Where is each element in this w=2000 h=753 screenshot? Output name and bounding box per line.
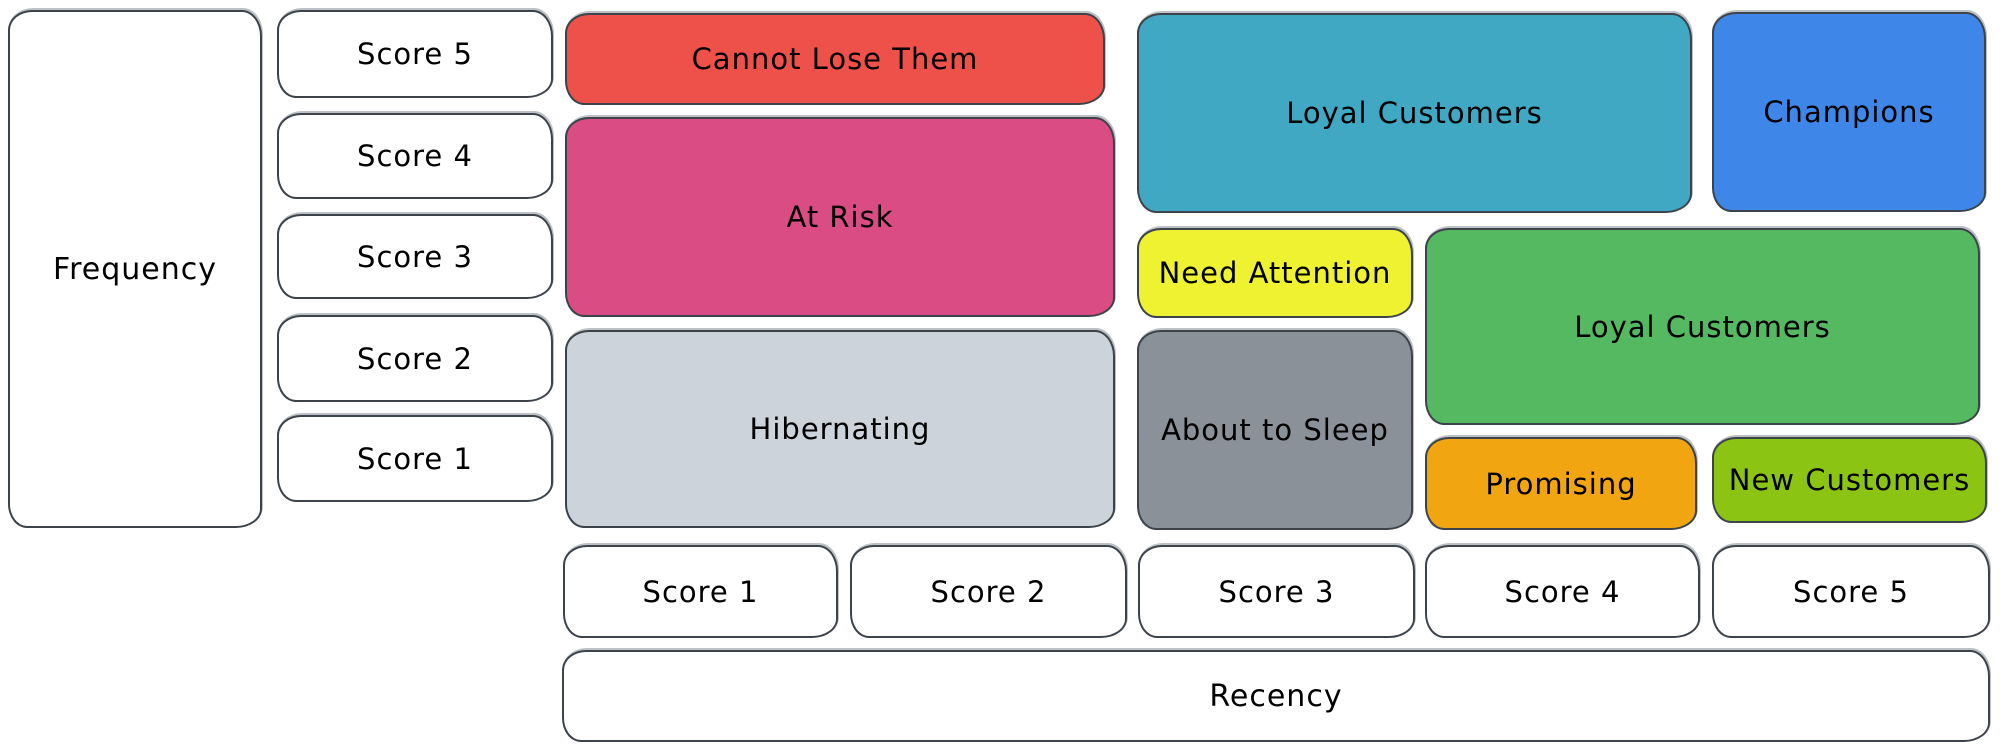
frequency-score-4-box: Score 4 <box>277 113 553 199</box>
segment-promising: Promising <box>1425 437 1697 530</box>
recency-score-5-box: Score 5 <box>1712 545 1990 638</box>
segment-at-risk: At Risk <box>565 117 1115 317</box>
segment-label: Need Attention <box>1158 256 1392 290</box>
recency-score-3-box: Score 3 <box>1138 545 1415 638</box>
segment-label: Loyal Customers <box>1574 309 1831 344</box>
recency-score-5-label: Score 5 <box>1793 574 1909 609</box>
frequency-score-5-box: Score 5 <box>277 10 553 98</box>
frequency-score-3-label: Score 3 <box>357 239 473 274</box>
segment-loyal-customers-middle: Loyal Customers <box>1425 228 1980 425</box>
recency-score-1-label: Score 1 <box>642 574 759 609</box>
segment-champions: Champions <box>1712 12 1986 212</box>
recency-score-4-box: Score 4 <box>1425 545 1700 638</box>
frequency-score-2-label: Score 2 <box>357 341 473 376</box>
segment-loyal-customers-top: Loyal Customers <box>1137 13 1692 213</box>
frequency-score-4-label: Score 4 <box>357 139 473 173</box>
frequency-score-5-label: Score 5 <box>357 37 473 71</box>
segment-label: Cannot Lose Them <box>691 42 979 76</box>
segment-label: New Customers <box>1728 463 1971 497</box>
segment-new-customers: New Customers <box>1712 437 1987 523</box>
segment-about-to-sleep: About to Sleep <box>1137 330 1413 530</box>
segment-label: At Risk <box>786 200 894 234</box>
recency-score-1-box: Score 1 <box>563 545 838 638</box>
segment-need-attention: Need Attention <box>1137 228 1413 318</box>
frequency-score-2-box: Score 2 <box>277 315 553 402</box>
recency-score-4-label: Score 4 <box>1504 574 1621 609</box>
recency-axis-label: Recency <box>1209 678 1343 714</box>
frequency-score-3-box: Score 3 <box>277 214 553 299</box>
frequency-axis-label-box: Frequency <box>8 10 262 528</box>
frequency-score-1-label: Score 1 <box>357 441 473 476</box>
segment-cannot-lose-them: Cannot Lose Them <box>565 13 1105 105</box>
segment-label: Promising <box>1485 466 1637 501</box>
recency-score-2-box: Score 2 <box>850 545 1127 638</box>
segment-label: Loyal Customers <box>1286 96 1543 130</box>
recency-score-3-label: Score 3 <box>1218 574 1335 609</box>
recency-score-2-label: Score 2 <box>930 574 1047 609</box>
segment-label: Champions <box>1763 95 1935 129</box>
frequency-axis-label: Frequency <box>53 251 217 287</box>
segment-label: Hibernating <box>749 412 931 446</box>
recency-axis-label-box: Recency <box>562 650 1990 742</box>
frequency-score-1-box: Score 1 <box>277 415 553 502</box>
segment-hibernating: Hibernating <box>565 330 1115 528</box>
segment-label: About to Sleep <box>1161 413 1389 447</box>
